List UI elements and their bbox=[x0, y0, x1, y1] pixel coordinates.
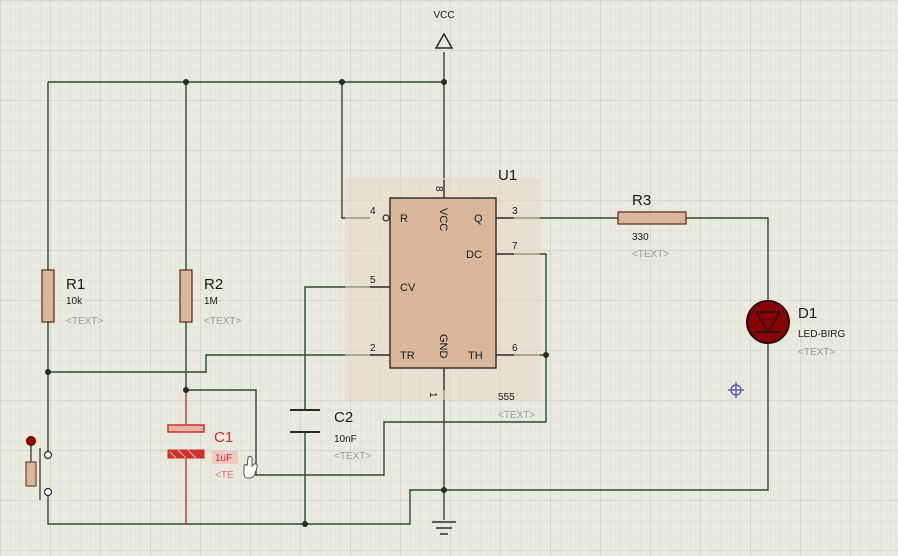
hand-cursor-icon bbox=[243, 456, 258, 479]
u1-ref: U1 bbox=[498, 167, 517, 184]
r2-body bbox=[179, 269, 193, 323]
switch-terminal-top bbox=[43, 450, 53, 460]
u1-pin-r-bubble bbox=[382, 214, 390, 222]
u1-pin-dc-num: 7 bbox=[512, 241, 518, 252]
u1-pin-vcc-name: VCC bbox=[437, 208, 449, 231]
switch-actuator-icon[interactable] bbox=[26, 436, 36, 446]
junction-dot bbox=[441, 487, 447, 493]
capacitor-c2[interactable]: C2 10nF <TEXT> bbox=[290, 409, 371, 462]
junction-dot bbox=[183, 387, 189, 393]
u1-pin-q-num: 3 bbox=[512, 206, 518, 217]
resistor-r3[interactable]: R3 330 <TEXT> bbox=[617, 192, 687, 260]
c1-value-highlight bbox=[212, 451, 238, 464]
u1-pin-dc-name: DC bbox=[466, 249, 482, 261]
junction-dot bbox=[183, 79, 189, 85]
junction-dot bbox=[45, 369, 51, 375]
resistor-r2[interactable]: R2 1M <TEXT> bbox=[179, 269, 241, 327]
r3-text: <TEXT> bbox=[632, 249, 669, 260]
vcc-arrow-icon bbox=[434, 32, 454, 49]
push-button-switch[interactable] bbox=[25, 436, 53, 501]
u1-pin-tr-name: TR bbox=[400, 350, 415, 362]
junction-dot bbox=[441, 79, 447, 85]
d1-text: <TEXT> bbox=[798, 347, 835, 358]
wire-trigger[interactable] bbox=[48, 354, 372, 373]
r3-body bbox=[617, 211, 687, 225]
wire-led-gnd[interactable] bbox=[444, 344, 769, 491]
u1-pin-tr-num: 2 bbox=[370, 343, 376, 354]
c2-ref: C2 bbox=[334, 409, 353, 426]
r1-value: 10k bbox=[66, 296, 83, 307]
c2-value: 10nF bbox=[334, 434, 357, 445]
ground-terminal[interactable] bbox=[432, 521, 456, 535]
u1-pin-gnd-num: 1 bbox=[427, 392, 438, 398]
c1-ref: C1 bbox=[214, 429, 233, 446]
r2-text: <TEXT> bbox=[204, 316, 241, 327]
led-d1[interactable]: D1 LED-BIRG <TEXT> bbox=[746, 300, 845, 358]
r2-ref: R2 bbox=[204, 276, 223, 293]
led-body bbox=[746, 300, 790, 344]
d1-ref: D1 bbox=[798, 305, 817, 322]
u1-pin-cv-name: CV bbox=[400, 282, 416, 294]
vcc-label: VCC bbox=[433, 10, 454, 21]
u1-pin-th-name: TH bbox=[468, 350, 483, 362]
u1-pin-r-num: 4 bbox=[370, 206, 376, 217]
switch-button-body bbox=[25, 461, 37, 487]
wire-threshold-discharge[interactable] bbox=[186, 253, 547, 476]
d1-value: LED-BIRG bbox=[798, 329, 845, 340]
r3-ref: R3 bbox=[632, 192, 651, 209]
u1-text: <TEXT> bbox=[498, 410, 535, 421]
r2-value: 1M bbox=[204, 296, 218, 307]
wire-r3-led[interactable] bbox=[686, 217, 769, 300]
resistor-r1[interactable]: R1 10k <TEXT> bbox=[41, 269, 103, 327]
wire-bottom-rail[interactable] bbox=[47, 489, 444, 525]
c1-bottom-plate bbox=[167, 449, 205, 459]
r1-text: <TEXT> bbox=[66, 316, 103, 327]
u1-value: 555 bbox=[498, 392, 515, 403]
u1-pin-vcc-num: 8 bbox=[433, 186, 444, 192]
c2-text: <TEXT> bbox=[334, 451, 371, 462]
u1-pin-th-num: 6 bbox=[512, 343, 518, 354]
c1-top-plate bbox=[167, 424, 205, 433]
junction-dot bbox=[339, 79, 345, 85]
capacitor-c1[interactable]: C1 1uF <TE bbox=[167, 424, 238, 481]
junctions bbox=[45, 79, 549, 527]
u1-pin-r-name: R bbox=[400, 213, 408, 225]
wires[interactable] bbox=[47, 52, 769, 525]
switch-terminal-bottom bbox=[43, 487, 53, 497]
led-diode-icon bbox=[754, 311, 782, 334]
vcc-terminal[interactable]: VCC bbox=[433, 10, 455, 49]
junction-dot bbox=[302, 521, 308, 527]
ic-u1-555[interactable]: U1 555 <TEXT> 4 R 5 CV 2 TR 3 Q 7 DC 6 T… bbox=[345, 167, 540, 421]
u1-pin-gnd-name: GND bbox=[437, 334, 449, 359]
u1-pin-q-name: Q bbox=[474, 213, 483, 225]
c1-text: <TE bbox=[215, 470, 234, 481]
junction-dot bbox=[543, 352, 549, 358]
r1-body bbox=[41, 269, 55, 323]
u1-pin-cv-num: 5 bbox=[370, 275, 376, 286]
r3-value: 330 bbox=[632, 232, 649, 243]
r1-ref: R1 bbox=[66, 276, 85, 293]
c1-value: 1uF bbox=[215, 453, 232, 464]
u1-body bbox=[389, 197, 497, 369]
origin-marker bbox=[728, 382, 744, 398]
